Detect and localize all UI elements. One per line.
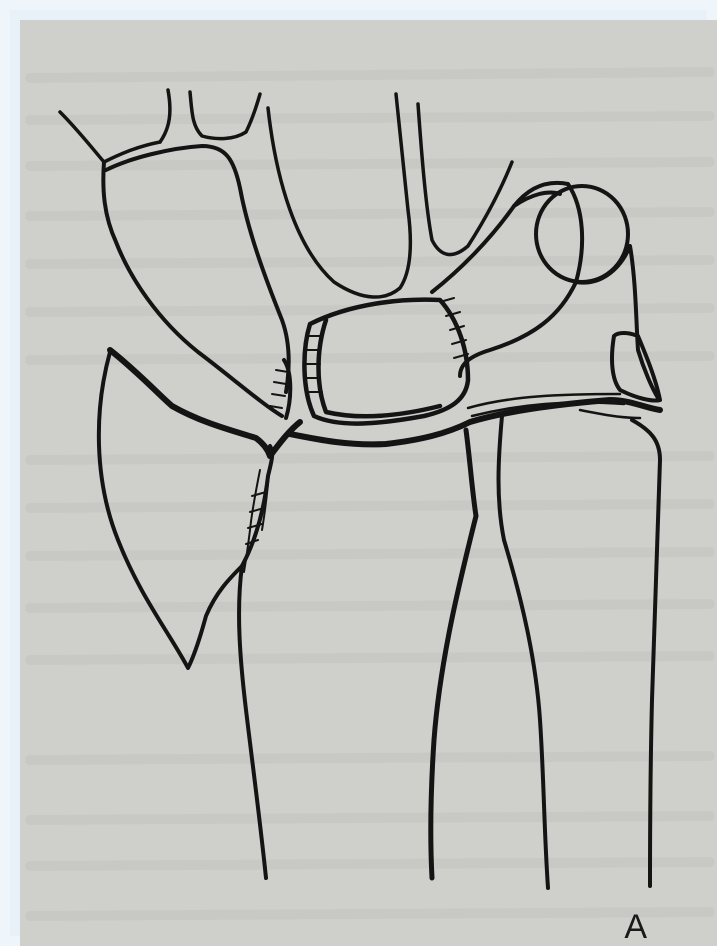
trapezium-bone — [103, 146, 290, 418]
joint-hatching-center — [306, 298, 468, 392]
radius-shaft-right — [431, 430, 476, 878]
capitate-bone — [304, 300, 468, 424]
ulna-bone — [499, 416, 661, 888]
triquetrum-bone — [576, 246, 660, 401]
metacarpal-left — [60, 90, 170, 162]
metacarpal-second — [190, 92, 260, 139]
figure-paper: A — [20, 20, 717, 946]
radius-bone — [99, 352, 272, 878]
panel-label: A — [624, 910, 647, 944]
hamate-bone — [432, 183, 582, 376]
metacarpal-fourth — [418, 104, 512, 255]
wrist-bone-drawing — [20, 20, 717, 946]
metacarpal-third — [268, 94, 410, 297]
